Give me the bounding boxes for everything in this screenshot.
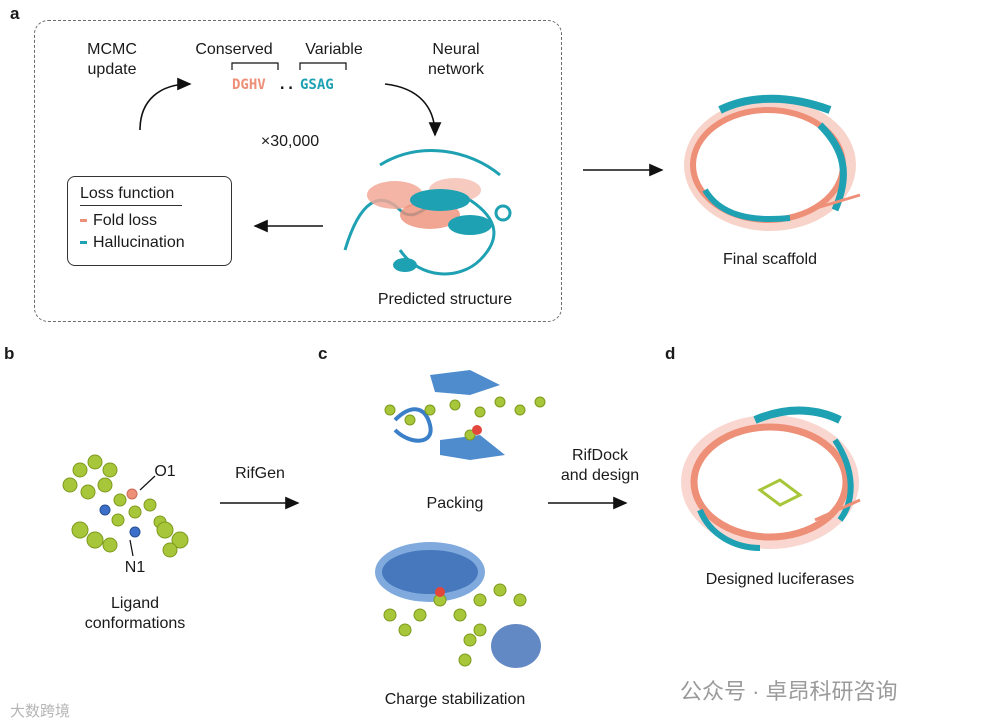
- final-scaffold-label: Final scaffold: [723, 251, 817, 268]
- watermark-corner: 大数跨境: [10, 703, 71, 720]
- conserved-label: Conserved: [195, 41, 273, 58]
- neural-network-label: Neural network: [427, 41, 485, 78]
- panel-label-d: d: [665, 344, 676, 363]
- variable-sequence: GSAG: [300, 77, 334, 93]
- neural-arrow: [384, 83, 442, 137]
- watermark-wechat: 公众号 · 卓昂科研咨询: [680, 679, 898, 704]
- predicted-structure-label: Predicted structure: [377, 291, 513, 308]
- panel-label-b: b: [4, 344, 15, 363]
- iterations-label: ×30,000: [260, 133, 320, 150]
- n1-label: N1: [124, 559, 146, 576]
- loss-item-hallucination: Hallucination: [80, 232, 219, 254]
- designed-luciferase-graphic: [681, 406, 861, 551]
- hallucination-swatch: [80, 241, 87, 245]
- ligand-conformations-label: Ligand conformations: [84, 595, 186, 632]
- o1-label: O1: [154, 463, 176, 480]
- sequence-dots: ..: [278, 77, 295, 93]
- variable-label: Variable: [305, 41, 363, 58]
- mcmc-arrow: [139, 77, 192, 131]
- variable-bracket: [299, 62, 347, 70]
- loss-function-box: Loss function Fold loss Hallucination: [67, 176, 232, 266]
- conserved-sequence: DGHV: [232, 77, 266, 93]
- loss-function-title: Loss function: [80, 185, 183, 206]
- packing-graphic: [384, 370, 546, 460]
- panel-label-a: a: [10, 4, 20, 23]
- predicted-structure-graphic: [343, 149, 512, 276]
- ligand-conformations-graphic: [62, 454, 189, 558]
- charge-stabilization-graphic: [375, 542, 541, 668]
- panel-label-c: c: [318, 344, 328, 363]
- rifgen-label: RifGen: [235, 465, 285, 482]
- packing-label: Packing: [426, 495, 484, 512]
- fold-loss-swatch: [80, 219, 87, 223]
- loss-item-fold: Fold loss: [80, 210, 219, 232]
- conserved-bracket: [231, 62, 279, 70]
- mcmc-update-label: MCMC update: [87, 41, 137, 78]
- designed-luciferases-label: Designed luciferases: [705, 571, 855, 588]
- charge-stabilization-label: Charge stabilization: [384, 691, 526, 708]
- final-scaffold-graphic: [684, 94, 861, 231]
- hallucination-loop-box: [34, 20, 562, 322]
- rifdock-design-label: RifDock and design: [560, 447, 640, 484]
